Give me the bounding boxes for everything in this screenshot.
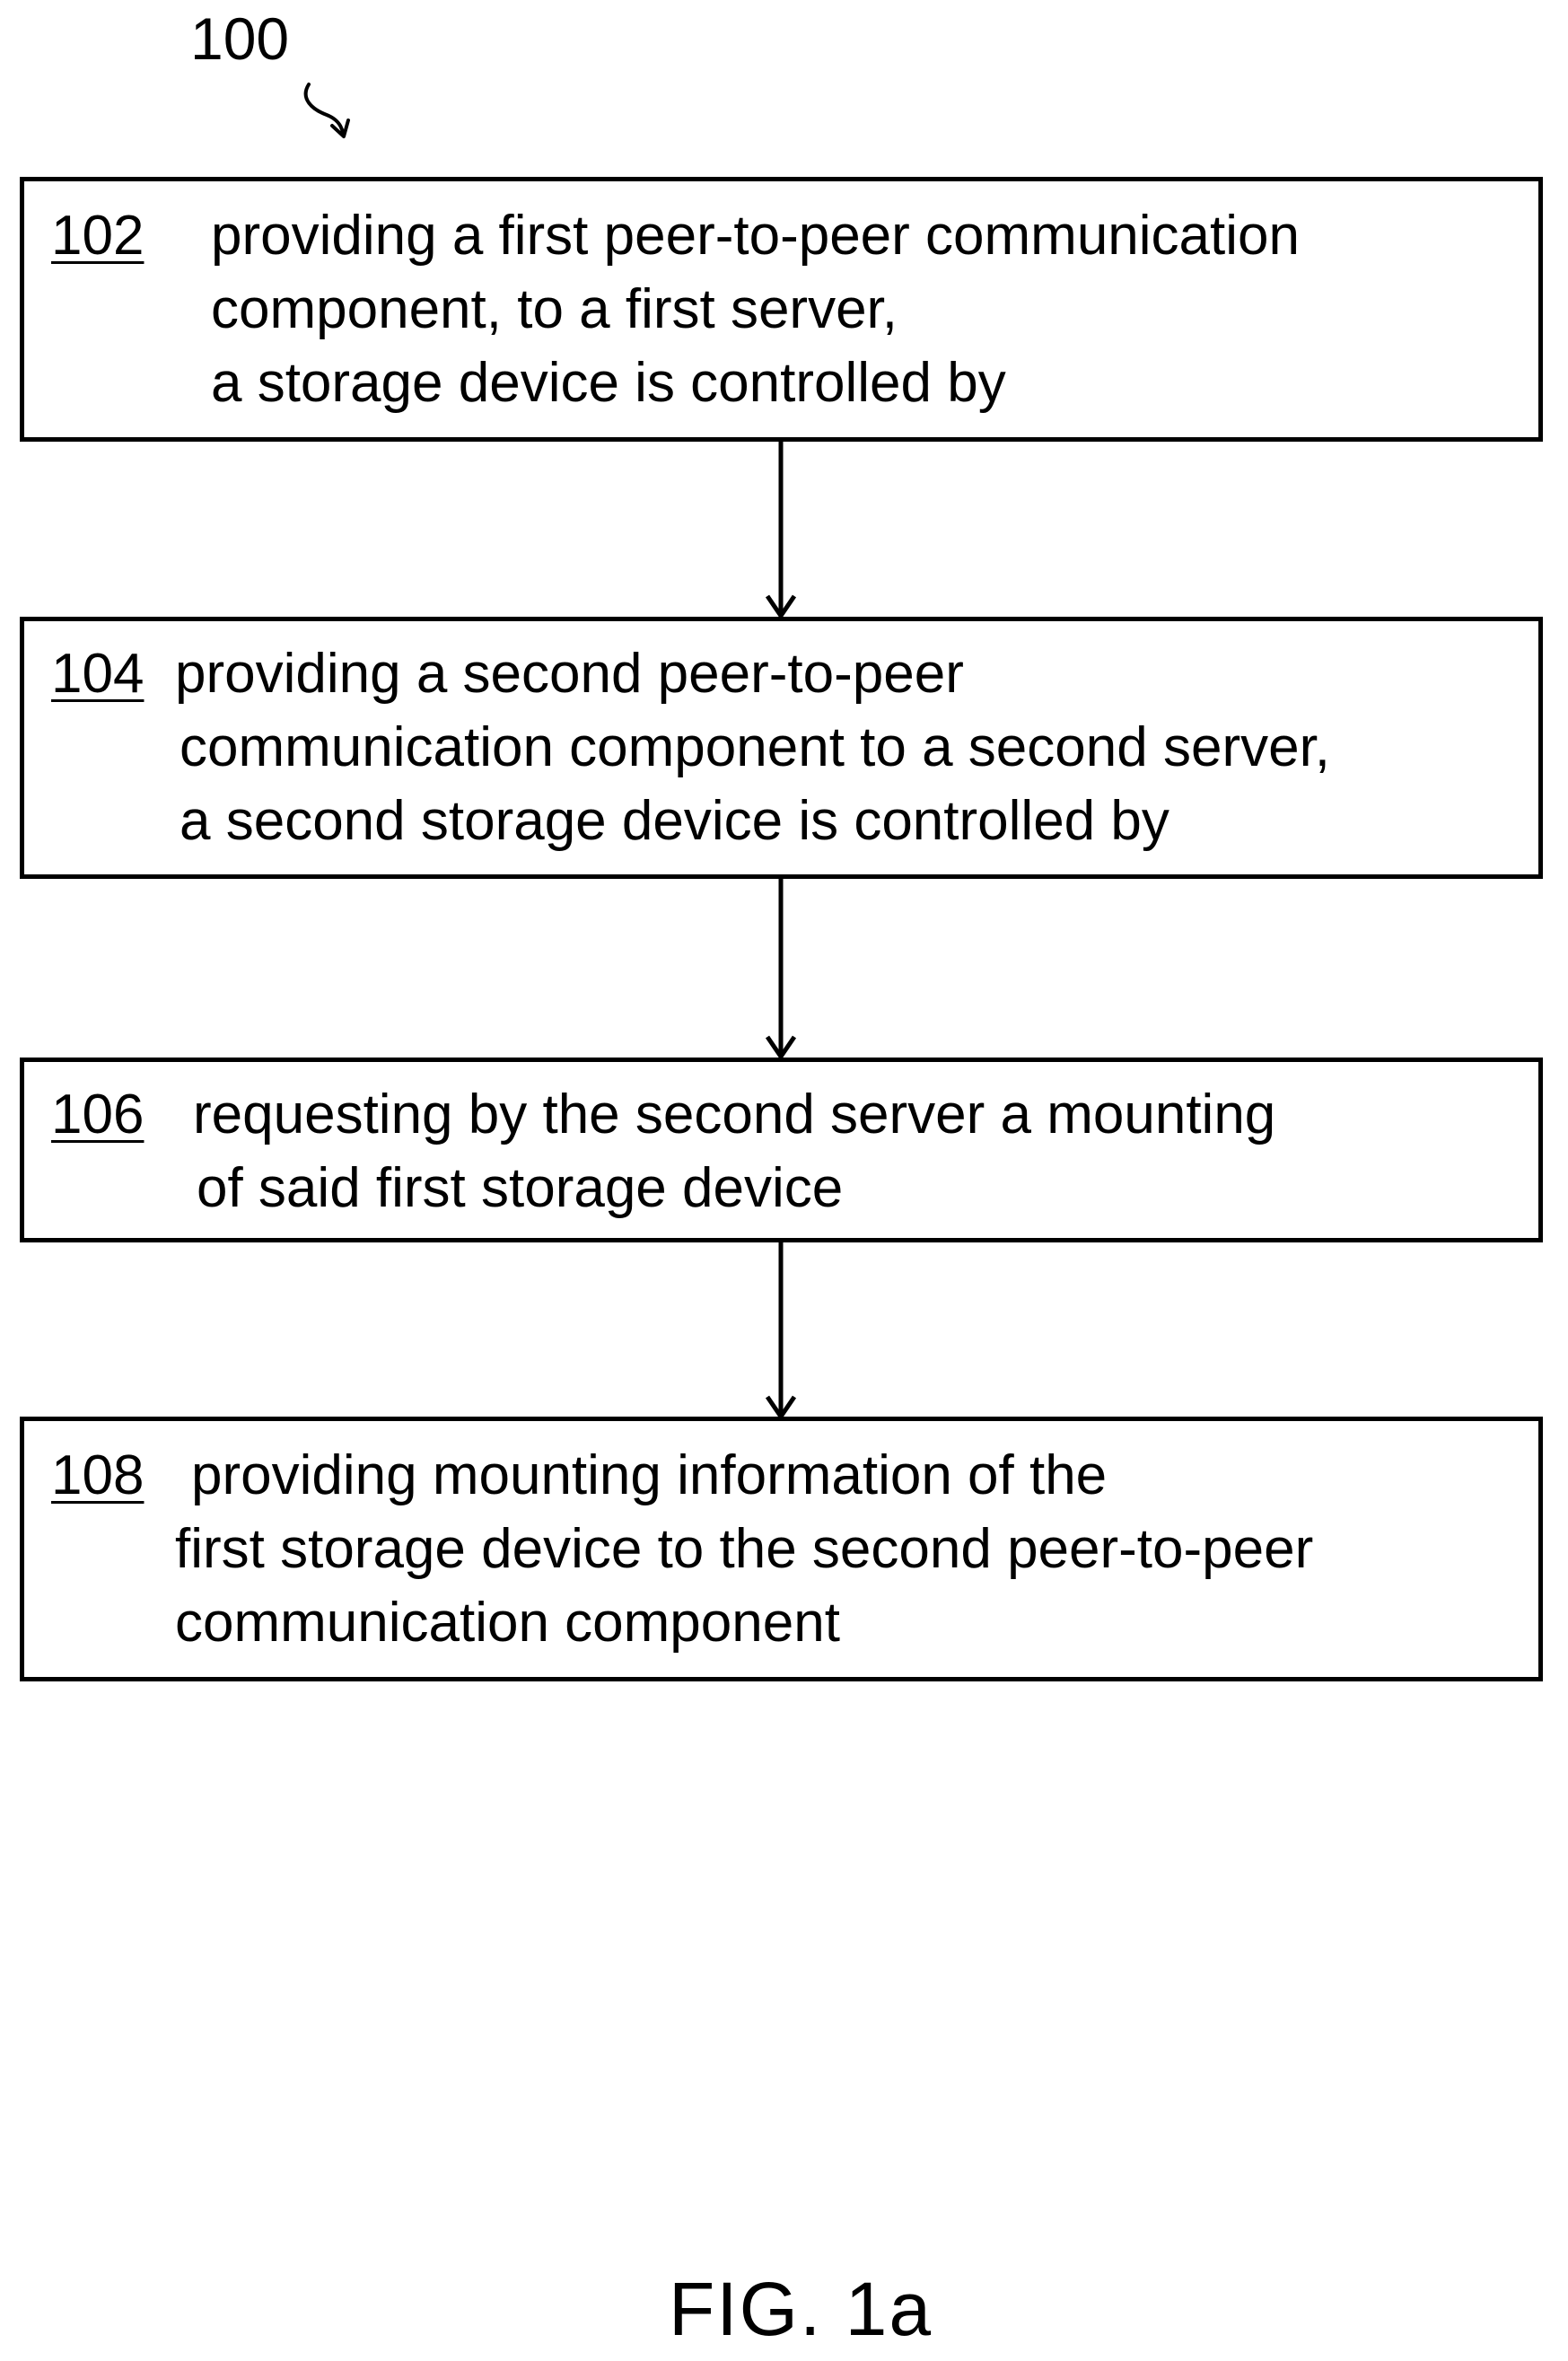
step-text-line: providing a first peer-to-peer communica… xyxy=(211,199,1300,273)
figure-caption: FIG. 1a xyxy=(669,2271,933,2347)
reference-pointer-arrow-icon xyxy=(296,79,359,142)
step-text-line: providing mounting information of the xyxy=(175,1439,1313,1513)
step-text-line: providing a second peer-to-peer xyxy=(175,637,1330,711)
flow-arrow xyxy=(763,442,799,619)
step-text-line: component, to a first server, xyxy=(211,273,1300,347)
step-text: providing a second peer-to-peer communic… xyxy=(175,637,1330,858)
step-text: requesting by the second server a mounti… xyxy=(193,1078,1275,1225)
step-text-line: of said first storage device xyxy=(193,1152,1275,1225)
step-box-102: 102 providing a first peer-to-peer commu… xyxy=(20,177,1543,442)
step-box-106: 106 requesting by the second server a mo… xyxy=(20,1058,1543,1242)
flow-arrow xyxy=(763,1242,799,1420)
step-id: 104 xyxy=(51,637,144,711)
step-id: 108 xyxy=(51,1439,144,1513)
step-text: providing mounting information of the fi… xyxy=(175,1439,1313,1660)
figure-reference-number: 100 xyxy=(190,9,289,68)
step-box-108: 108 providing mounting information of th… xyxy=(20,1417,1543,1681)
step-text-line: communication component xyxy=(175,1586,1313,1660)
step-text-line: communication component to a second serv… xyxy=(175,711,1330,785)
step-id: 106 xyxy=(51,1078,144,1152)
step-text-line: a second storage device is controlled by xyxy=(175,785,1330,858)
step-text-line: first storage device to the second peer-… xyxy=(175,1513,1313,1586)
flow-arrow xyxy=(763,879,799,1060)
step-id: 102 xyxy=(51,199,144,273)
step-text: providing a first peer-to-peer communica… xyxy=(211,199,1300,420)
step-text-line: requesting by the second server a mounti… xyxy=(193,1078,1275,1152)
step-text-line: a storage device is controlled by xyxy=(211,347,1300,420)
step-box-104: 104 providing a second peer-to-peer comm… xyxy=(20,617,1543,879)
